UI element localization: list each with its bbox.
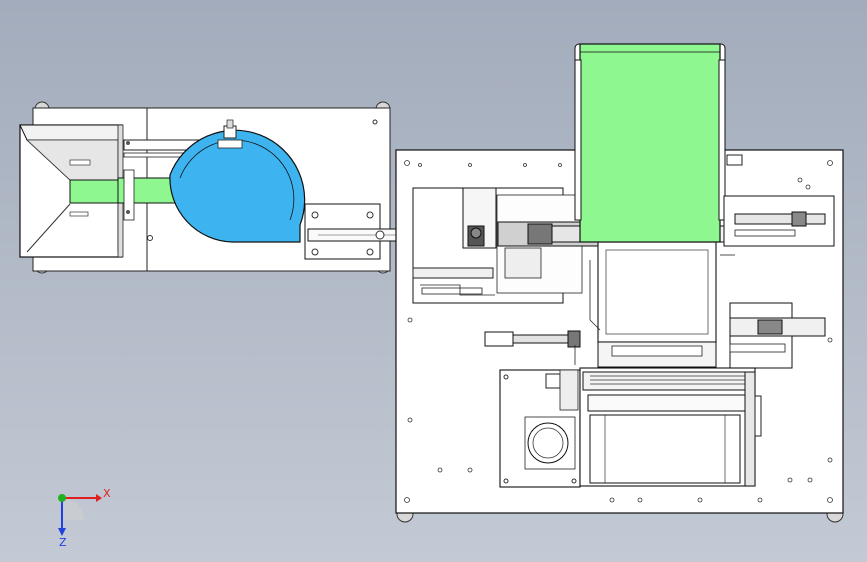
ejector-cylinder[interactable]	[484, 330, 581, 348]
work-table[interactable]	[589, 225, 727, 368]
triad-arc	[62, 498, 84, 520]
pneumatic-lines	[420, 254, 735, 365]
main-machine[interactable]	[395, 43, 844, 523]
vibratory-bowl[interactable]	[169, 119, 306, 243]
right-pusher-mid[interactable]	[729, 302, 826, 369]
mount-holes	[404, 160, 833, 503]
right-pusher-top[interactable]	[723, 195, 835, 247]
mount-hole	[372, 119, 378, 125]
orientation-triad: X Z	[58, 487, 111, 549]
x-axis-label: X	[103, 487, 111, 500]
hopper-bin[interactable]	[19, 124, 124, 258]
output-stacker[interactable]	[579, 367, 762, 487]
y-axis-icon	[58, 494, 66, 502]
feeder-module[interactable]	[19, 101, 439, 274]
rotary-disk-station[interactable]	[499, 369, 581, 488]
hopper-green-chute	[69, 179, 119, 204]
z-axis-label: Z	[59, 536, 67, 549]
mount-hole	[147, 235, 153, 241]
transfer-block[interactable]	[412, 187, 599, 304]
belt-conveyor[interactable]	[574, 43, 726, 243]
